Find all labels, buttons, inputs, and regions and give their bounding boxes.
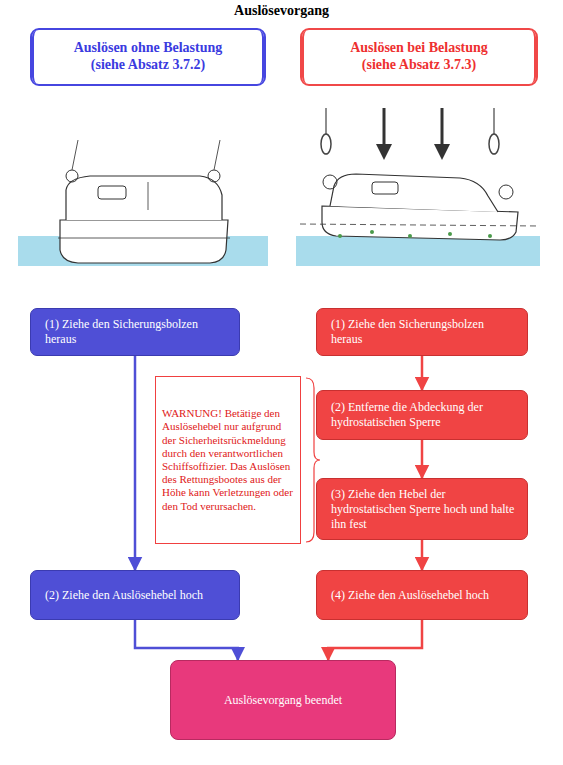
node-text: Auslösen ohne Belastung [42, 40, 254, 57]
release-hook [489, 134, 499, 154]
warning-box: WARNUNG! Betätige den Auslösehebel nur a… [155, 376, 301, 544]
door [148, 182, 149, 210]
hook [208, 170, 220, 182]
hook [66, 170, 78, 182]
window [372, 182, 398, 194]
flow-arrow [135, 620, 238, 660]
hook [499, 185, 513, 199]
fall-wire [326, 108, 494, 134]
spray [338, 230, 492, 238]
diagram-title: Auslösevorgang [0, 3, 563, 19]
node-text: (siehe Absatz 3.7.2) [42, 57, 254, 74]
load-arrow [383, 108, 386, 146]
end-box: Auslösevorgang beendet [170, 660, 396, 740]
process-box: (1) Ziehe den Sicherungsbolzen heraus [316, 308, 528, 356]
process-box: (3) Ziehe den Hebel der hydrostatischen … [316, 478, 528, 540]
hull [60, 220, 228, 263]
lifeboat-unloaded [18, 140, 268, 266]
node-text: (siehe Absatz 3.7.3) [312, 57, 526, 74]
window [98, 186, 126, 199]
canopy [66, 176, 222, 220]
node-text: (2) Entferne die Abdeckung der hydrostat… [331, 400, 515, 430]
flow-arrow [328, 620, 422, 660]
process-box: (2) Ziehe den Auslösehebel hoch [30, 570, 240, 620]
water [296, 236, 540, 266]
lifeboat-loaded [296, 108, 540, 266]
node-text: Auslösen bei Belastung [312, 40, 526, 57]
node-text: (2) Ziehe den Auslösehebel hoch [45, 588, 227, 603]
load-arrow [441, 108, 444, 146]
flow-arrow [134, 356, 137, 570]
node-text: WARNUNG! Betätige den Auslösehebel nur a… [162, 407, 294, 513]
node-text: Auslösevorgang beendet [181, 693, 385, 708]
waterline [58, 238, 230, 239]
node-text: (1) Ziehe den Sicherungsbolzen heraus [45, 317, 227, 347]
load-arrow [434, 144, 450, 160]
process-box: (4) Ziehe den Auslösehebel hoch [316, 570, 528, 620]
process-box: (2) Entferne die Abdeckung der hydrostat… [316, 390, 528, 440]
process-box: (1) Ziehe den Sicherungsbolzen heraus [30, 308, 240, 356]
header-box: Auslösen ohne Belastung(siehe Absatz 3.7… [30, 28, 266, 86]
header-box: Auslösen bei Belastung(siehe Absatz 3.7.… [300, 28, 538, 86]
flow-arrow [421, 440, 424, 478]
release-hook [321, 134, 331, 154]
node-text: (1) Ziehe den Sicherungsbolzen heraus [331, 317, 515, 347]
node-text: (4) Ziehe den Auslösehebel hoch [331, 588, 515, 603]
flow-arrow [421, 356, 424, 390]
hook [323, 175, 337, 189]
load-arrow [376, 144, 392, 160]
canopy [330, 174, 498, 212]
waterline [300, 224, 540, 226]
node-text: (3) Ziehe den Hebel der hydrostatischen … [331, 487, 515, 532]
fall-wire [72, 140, 220, 170]
flow-arrow [421, 540, 424, 570]
